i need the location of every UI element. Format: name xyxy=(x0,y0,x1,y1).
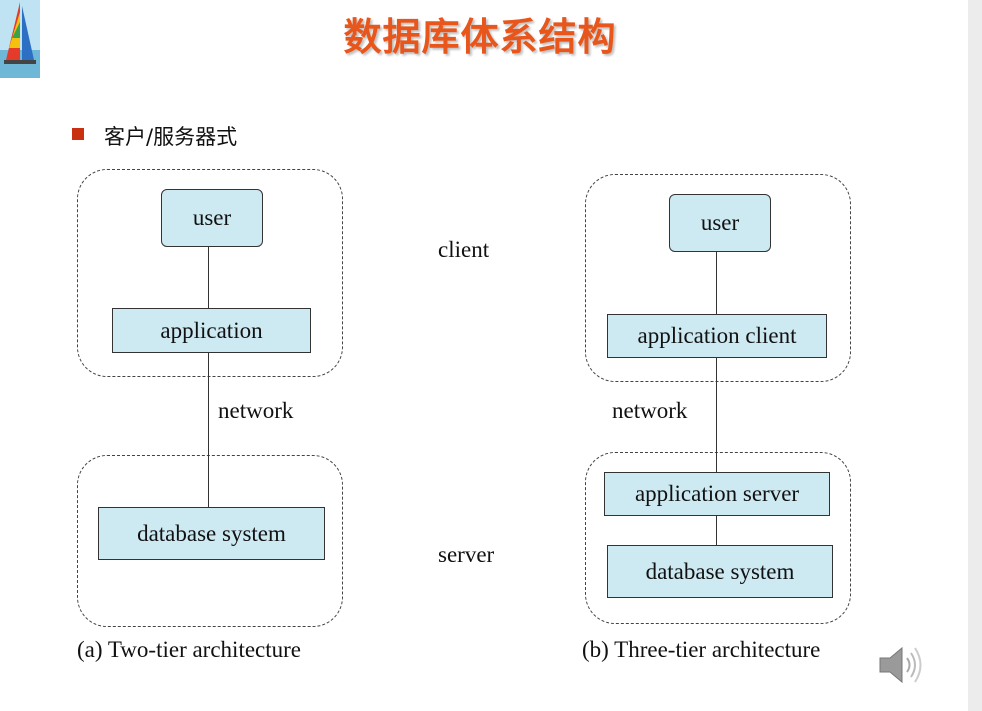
client-boundary-a xyxy=(77,169,343,377)
speaker-icon[interactable] xyxy=(876,640,926,690)
client-label: client xyxy=(438,237,490,262)
page-title: 数据库体系结构 xyxy=(343,15,617,59)
sailboat-logo-icon xyxy=(0,0,40,78)
connector-line-a xyxy=(208,247,209,507)
caption-b: (b) Three-tier architecture xyxy=(582,637,821,662)
connector-line-b-top xyxy=(716,252,717,472)
user-box-b: user xyxy=(669,194,771,252)
server-boundary-a xyxy=(77,455,343,627)
server-boundary-b xyxy=(585,452,851,624)
right-scroll-strip xyxy=(968,0,982,711)
section-subtitle: 客户/服务器式 xyxy=(104,125,238,149)
network-label-b: network xyxy=(612,398,688,423)
application-box-a: application xyxy=(112,308,311,353)
application-server-box-b: application server xyxy=(604,472,830,516)
connector-line-b-bottom xyxy=(716,516,717,545)
database-system-box-b: database system xyxy=(607,545,833,598)
application-client-box-b: application client xyxy=(607,314,827,358)
network-label-a: network xyxy=(218,398,294,423)
server-label: server xyxy=(438,542,495,567)
caption-a: (a) Two-tier architecture xyxy=(77,637,302,662)
user-box-a: user xyxy=(161,189,263,247)
database-system-box-a: database system xyxy=(98,507,325,560)
square-bullet-icon xyxy=(72,128,84,140)
client-boundary-b xyxy=(585,174,851,382)
